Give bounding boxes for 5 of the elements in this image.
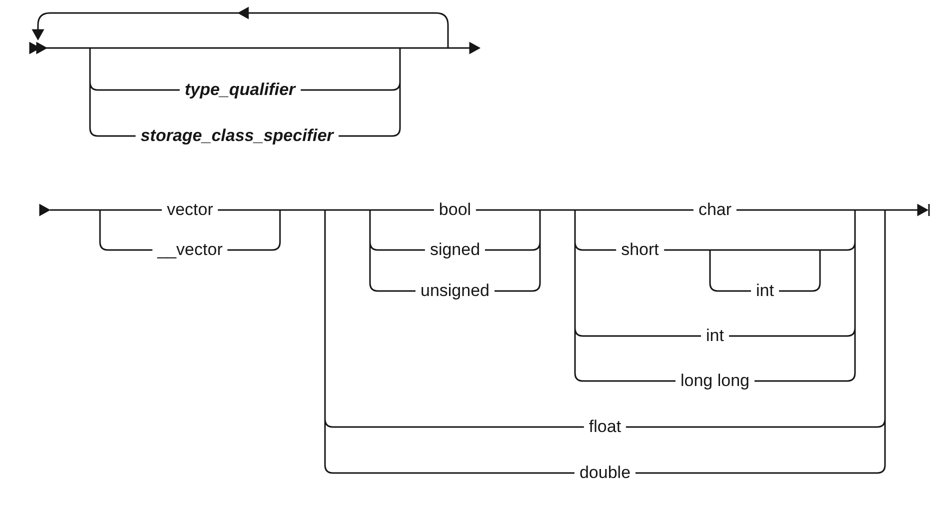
syntax-keyword: unsigned <box>416 281 494 301</box>
syntax-keyword: signed <box>424 240 486 260</box>
syntax-keyword: long long <box>676 371 754 391</box>
syntax-variable: storage_class_specifier <box>136 126 338 146</box>
syntax-variable: type_qualifier <box>180 80 300 100</box>
